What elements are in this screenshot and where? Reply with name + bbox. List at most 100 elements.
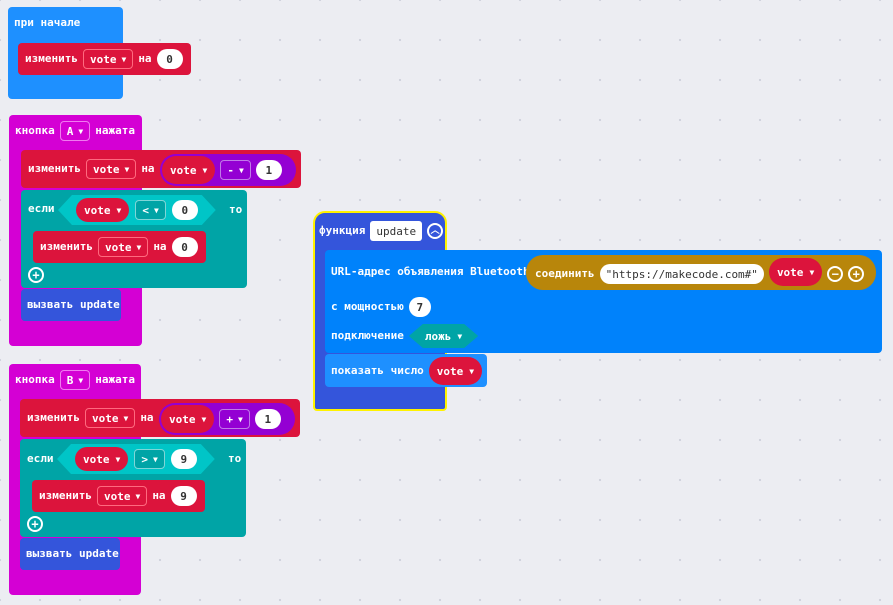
variable-name: vote (103, 489, 131, 503)
operator: + (226, 412, 233, 426)
variable-name: vote (776, 265, 804, 279)
dropdown-arrow-icon: ▼ (201, 414, 207, 424)
call-label: вызвать update (26, 547, 119, 560)
variable-name: vote (84, 203, 111, 217)
comparator-dropdown[interactable]: <▼ (135, 200, 165, 220)
operator-dropdown[interactable]: -▼ (220, 160, 251, 180)
comparator-dropdown[interactable]: >▼ (134, 449, 164, 469)
dropdown-arrow-icon: ▼ (78, 375, 84, 385)
button-label: кнопка (15, 124, 55, 137)
variable-reporter[interactable]: vote ▼ (161, 405, 215, 433)
dropdown-arrow-icon: ▼ (135, 491, 141, 501)
set-label: изменить (27, 411, 80, 424)
add-input-icon[interactable]: + (848, 266, 865, 282)
variable-name: vote (170, 163, 197, 177)
set-label: изменить (25, 52, 78, 65)
variable-reporter[interactable]: vote ▼ (75, 447, 128, 471)
function-label: функция (319, 224, 366, 237)
value-field[interactable]: 9 (170, 486, 197, 506)
call-update-block-a[interactable] (21, 289, 121, 321)
dropdown-arrow-icon: ▼ (152, 454, 158, 464)
variable-name: vote (104, 240, 132, 254)
value-field[interactable]: 0 (171, 237, 198, 257)
boolean-dropdown[interactable]: ложь ▼ (409, 324, 478, 348)
number-field[interactable]: 0 (172, 200, 198, 220)
dropdown-arrow-icon: ▼ (123, 413, 129, 423)
add-else-icon[interactable]: + (28, 267, 44, 283)
show-number-label: показать число (331, 364, 424, 377)
set-label: изменить (39, 489, 92, 502)
number-field[interactable]: 9 (171, 449, 197, 469)
dropdown-arrow-icon: ▼ (136, 242, 142, 252)
compare-block[interactable]: vote▼ >▼ 9 (57, 444, 215, 474)
operator-dropdown[interactable]: +▼ (219, 409, 250, 429)
if-label: если (28, 202, 55, 215)
call-update-block-b[interactable] (20, 538, 120, 570)
dropdown-arrow-icon: ▼ (202, 165, 208, 175)
then-label: то (229, 203, 243, 216)
dropdown-arrow-icon: ▼ (121, 54, 127, 64)
pressed-label: нажата (95, 373, 135, 386)
variable-dropdown[interactable]: vote ▼ (82, 49, 134, 69)
dropdown-arrow-icon: ▼ (116, 205, 122, 215)
set-label: изменить (28, 162, 81, 175)
variable-name: vote (89, 52, 117, 66)
button-label: кнопка (15, 373, 55, 386)
variable-name: vote (83, 452, 110, 466)
variable-dropdown[interactable]: vote ▼ (97, 237, 149, 257)
value-field[interactable]: 0 (156, 49, 183, 69)
dropdown-arrow-icon: ▼ (115, 454, 121, 464)
dropdown-arrow-icon: ▼ (153, 205, 159, 215)
call-label: вызвать update (27, 298, 120, 311)
dropdown-arrow-icon: ▼ (809, 267, 815, 277)
variable-reporter[interactable]: vote ▼ (76, 198, 129, 222)
variable-dropdown[interactable]: vote ▼ (85, 159, 137, 179)
collapse-chevron-icon[interactable]: ︿ (427, 223, 444, 239)
on-label: на (152, 489, 166, 502)
variable-name: vote (436, 364, 464, 378)
variable-dropdown[interactable]: vote ▼ (96, 486, 148, 506)
button-name: A (66, 124, 74, 138)
dropdown-arrow-icon: ▼ (237, 414, 243, 424)
comparator: < (142, 203, 149, 217)
comparator: > (141, 452, 148, 466)
button-name: B (66, 373, 74, 387)
variable-dropdown[interactable]: vote ▼ (84, 408, 136, 428)
on-label: на (153, 240, 167, 253)
power-value-field[interactable]: 7 (408, 297, 431, 317)
connect-label: подключение (331, 329, 404, 342)
variable-reporter[interactable]: vote ▼ (768, 258, 823, 286)
variable-name: vote (91, 411, 119, 425)
dropdown-arrow-icon: ▼ (238, 165, 244, 175)
on-start-label: при начале (14, 16, 81, 29)
set-label: изменить (40, 240, 93, 253)
variable-reporter[interactable]: vote ▼ (428, 357, 483, 385)
dropdown-arrow-icon: ▼ (457, 331, 463, 341)
variable-name: vote (169, 412, 196, 426)
number-field[interactable]: 1 (254, 409, 281, 429)
dropdown-arrow-icon: ▼ (469, 366, 475, 376)
on-label: на (140, 411, 154, 424)
on-label: на (141, 162, 155, 175)
dropdown-arrow-icon: ▼ (124, 164, 130, 174)
advertise-label: URL-адрес объявления Bluetooth (331, 265, 530, 278)
pressed-label: нажата (95, 124, 135, 137)
number-field[interactable]: 1 (255, 160, 282, 180)
remove-input-icon[interactable]: − (827, 266, 844, 282)
variable-reporter[interactable]: vote ▼ (162, 156, 216, 184)
button-dropdown[interactable]: B▼ (59, 370, 91, 390)
if-block-spine (21, 230, 33, 264)
button-dropdown[interactable]: A▼ (59, 121, 91, 141)
operator: - (227, 163, 234, 177)
add-else-icon[interactable]: + (27, 516, 43, 532)
function-name-field[interactable]: update (370, 221, 423, 241)
power-label: с мощностью (331, 300, 404, 313)
boolean-value: ложь (424, 329, 452, 343)
variable-name: vote (92, 162, 120, 176)
on-label: на (138, 52, 152, 65)
if-label: если (27, 452, 54, 465)
dropdown-arrow-icon: ▼ (78, 126, 84, 136)
url-string-field[interactable]: "https://makecode.com#" (599, 264, 764, 284)
compare-block[interactable]: vote▼ <▼ 0 (58, 195, 216, 225)
then-label: то (228, 452, 242, 465)
